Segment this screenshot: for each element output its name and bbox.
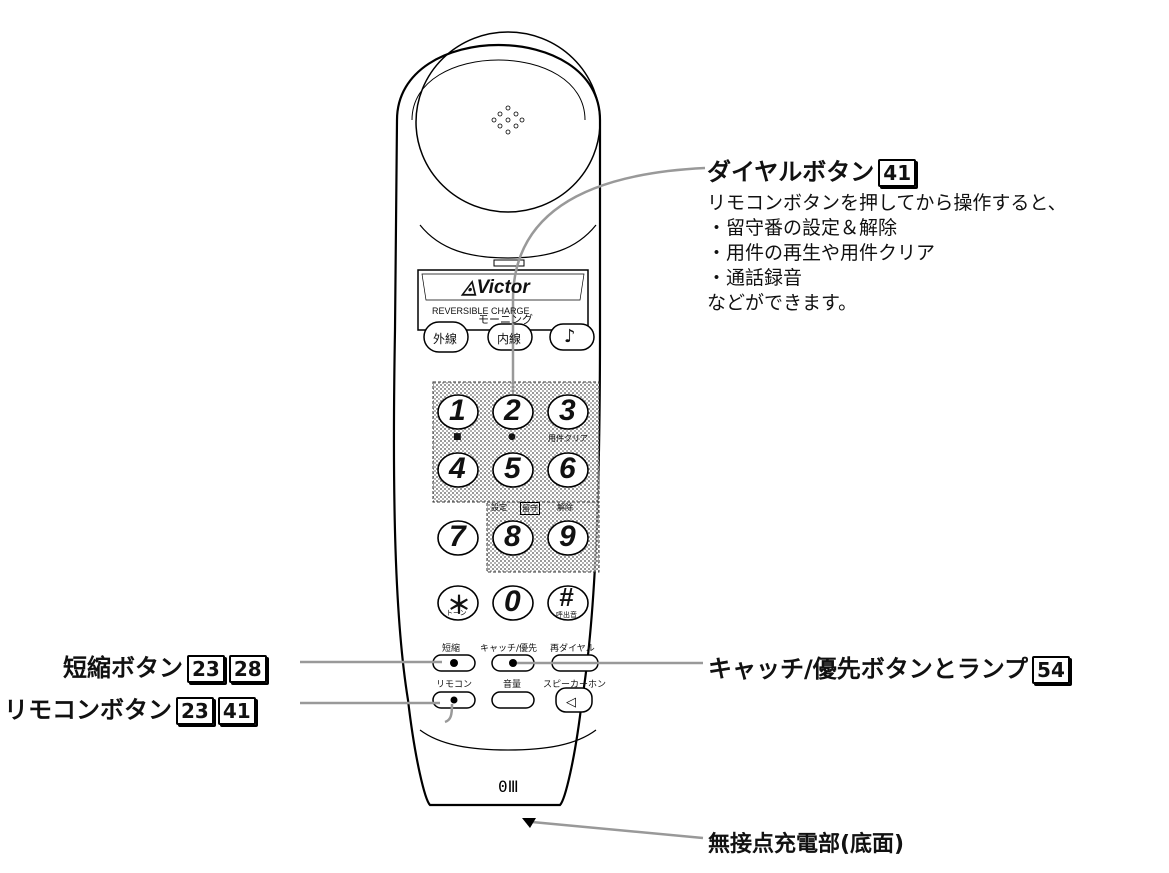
speakerphone-button[interactable] [555, 687, 593, 713]
page-ref-23: 23 [187, 655, 225, 683]
key-8-label: 8 [504, 520, 521, 553]
brand-subtitle: REVERSIBLE CHARGE [432, 306, 530, 316]
key-4[interactable] [437, 452, 479, 488]
key-1[interactable] [437, 394, 479, 430]
key-5-label: 5 [504, 452, 521, 485]
key-3-label: 3 [559, 394, 576, 427]
earpiece [415, 31, 601, 213]
key-7[interactable] [437, 520, 479, 556]
catch-label: キャッチ/優先 [480, 644, 538, 654]
key-8[interactable] [492, 520, 534, 556]
charge-callout: 無接点充電部(底面) [708, 832, 905, 857]
key-2-sublabel: ● [508, 432, 516, 442]
key-1-sublabel: ■ [453, 432, 462, 442]
key-2-label: 2 [504, 394, 521, 427]
answering-sublabel: 留守 [520, 502, 540, 515]
page-ref-28: 28 [228, 655, 267, 683]
outside-line-label: 外線 [433, 332, 458, 346]
key-3-sublabel: 用件クリア [548, 434, 588, 443]
redial-label: 再ダイヤル [550, 644, 595, 654]
ringer-sublabel: 呼出音 [556, 611, 577, 619]
speakerphone-label: スピーカーホン [543, 680, 607, 690]
key-1-label: 1 [449, 394, 466, 427]
setting-sublabel: 設定 [491, 503, 507, 512]
speaker-icon: ◁ [566, 695, 576, 710]
key-4-label: 4 [449, 452, 466, 485]
melody-button[interactable] [549, 323, 595, 351]
leader-lines [300, 166, 706, 840]
intercom-button[interactable] [487, 323, 533, 351]
key-6-label: 6 [559, 452, 576, 485]
volume-label: 音量 [503, 680, 522, 690]
key-hash-label: # [559, 582, 574, 612]
remote-label: リモコン [436, 680, 473, 690]
key-0-label: 0 [504, 585, 521, 618]
page-ref-41: 41 [878, 159, 917, 187]
page-ref-54: 54 [1032, 656, 1070, 684]
dial-callout-description: リモコンボタンを押してから操作すると、 ・留守番の設定＆解除 ・用件の再生や用件… [707, 192, 1067, 314]
tone-sublabel: トーン [446, 609, 467, 617]
button-lamps-icon [450, 659, 517, 704]
key-7-label: 7 [449, 520, 466, 553]
volume-button[interactable] [491, 691, 535, 709]
victor-mark-icon: ◬ [462, 277, 477, 298]
earpiece-holes-icon [491, 105, 525, 135]
short-callout-title: 短縮ボタン [63, 654, 183, 682]
key-star[interactable] [437, 585, 479, 621]
handset-body [392, 44, 602, 807]
speed-dial-label: 短縮 [442, 644, 461, 654]
brand-logo: ◬Victor [462, 277, 530, 298]
key-0[interactable] [492, 585, 534, 621]
key-9-label: 9 [559, 520, 576, 553]
cancel-sublabel: 解除 [557, 503, 573, 512]
intercom-label: 内線 [497, 332, 522, 346]
dial-callout-title: ダイヤルボタン [707, 158, 875, 186]
key-9[interactable] [547, 520, 589, 556]
microphone-icon: 0Ⅲ [498, 777, 519, 796]
key-2[interactable] [492, 394, 534, 430]
key-3[interactable] [547, 394, 589, 430]
key-star-label: ＊ [447, 592, 471, 619]
keypad [437, 394, 589, 621]
remote-callout-title: リモコンボタン [4, 696, 172, 724]
melody-label: ♪ [564, 326, 576, 347]
page-ref-41: 41 [217, 697, 256, 725]
outside-line-button[interactable] [423, 321, 469, 353]
catch-callout-title: キャッチ/優先ボタンとランプ [708, 655, 1029, 683]
morning-label: モーニング [478, 313, 533, 326]
key-5[interactable] [492, 452, 534, 488]
key-hash[interactable] [547, 585, 589, 621]
page-ref-23: 23 [176, 697, 214, 725]
key-6[interactable] [547, 452, 589, 488]
